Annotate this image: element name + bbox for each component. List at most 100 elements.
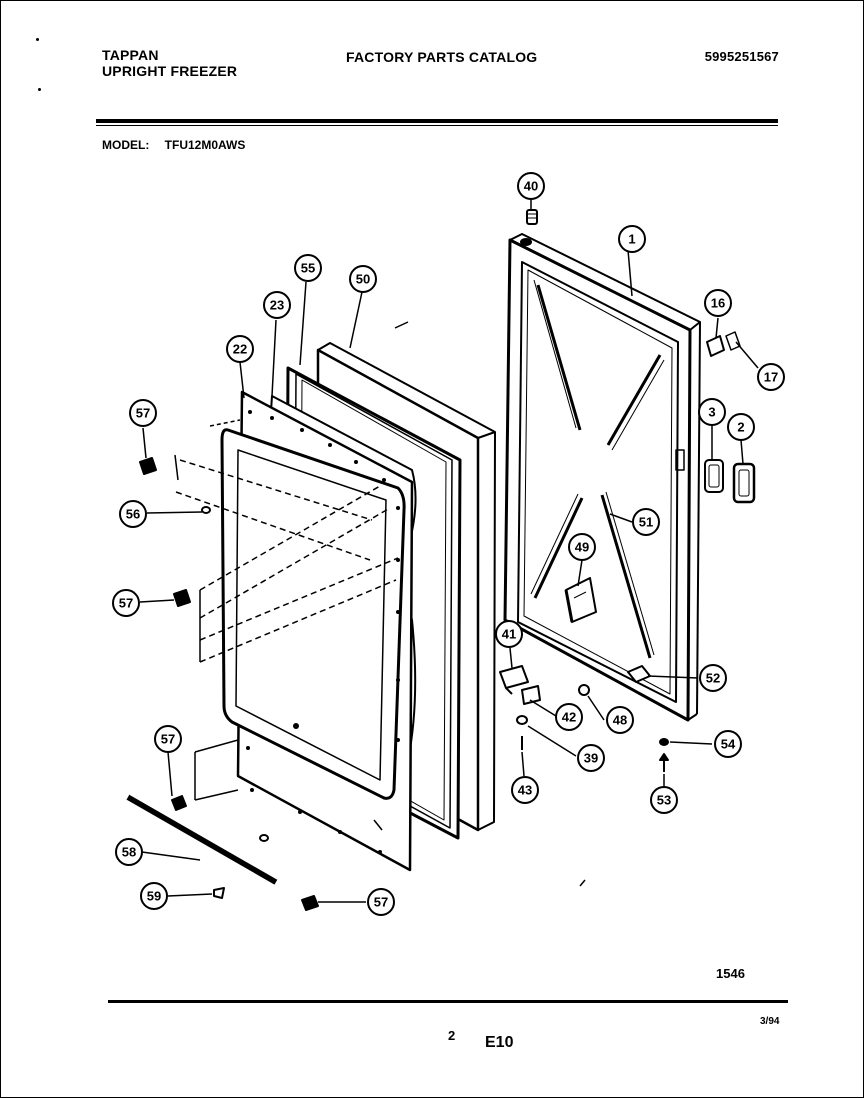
callout-label: 23 [270,298,284,313]
callout-39: 39 [577,744,605,772]
callout-label: 2 [737,420,744,435]
catalog-title: FACTORY PARTS CATALOG [346,49,538,65]
callout-circle [606,706,634,734]
header-brand-block: TAPPAN UPRIGHT FREEZER [102,47,237,79]
callout-label: 1 [628,232,635,247]
callout-1: 1 [618,225,646,253]
callout-label: 59 [147,889,161,904]
callout-label: 57 [119,596,133,611]
callout-label: 57 [161,732,175,747]
page-number: 2 [448,1028,456,1043]
callout-57: 57 [129,399,157,427]
door-bracket [564,577,597,623]
callout-circle [294,254,322,282]
callout-circle [154,725,182,753]
callout-55: 55 [294,254,322,282]
callout-label: 17 [764,370,778,385]
model-label: MODEL: [102,138,150,152]
left-fasteners [139,457,319,911]
callout-circle [555,703,583,731]
callout-label: 42 [562,710,576,725]
door-handle-parts [704,459,756,504]
scan-speck [36,38,39,41]
callout-circle [115,838,143,866]
callout-circle [140,882,168,910]
callout-circle [632,508,660,536]
callout-label: 43 [518,783,532,798]
callout-49: 49 [568,533,596,561]
callout-label: 16 [711,296,725,311]
section-code: E10 [485,1034,514,1051]
door-top-pin [526,209,538,225]
callout-label: 3 [708,405,715,420]
callout-circle [349,265,377,293]
callout-circle [704,289,732,317]
callout-circle [727,413,755,441]
callout-circle [119,500,147,528]
callout-label: 52 [706,671,720,686]
callout-label: 22 [233,342,247,357]
product-name: UPRIGHT FREEZER [102,63,238,79]
callout-57: 57 [367,888,395,916]
callout-circle [367,888,395,916]
assembly-lines [174,321,586,887]
callout-circle [517,172,545,200]
model-line: MODEL: TFU12M0AWS [102,138,245,152]
callout-57: 57 [154,725,182,753]
callout-circle [698,398,726,426]
callout-50: 50 [349,265,377,293]
callout-circle [618,225,646,253]
trim-strip [126,793,279,885]
callout-54: 54 [714,730,742,758]
brand-name: TAPPAN [102,47,159,63]
callout-53: 53 [650,786,678,814]
callout-17: 17 [757,363,785,391]
callout-circle [650,786,678,814]
door-screws-right [659,738,669,772]
model-value: TFU12M0AWS [164,138,246,152]
callout-circle [757,363,785,391]
drawing-number: 1546 [716,966,745,981]
callout-40: 40 [517,172,545,200]
callout-circle [112,589,140,617]
callout-circle [577,744,605,772]
header-rule-thin [96,125,778,126]
callout-58: 58 [115,838,143,866]
callout-circle [495,620,523,648]
catalog-number: 5995251567 [704,49,779,64]
callout-label: 40 [524,179,538,194]
callout-23: 23 [263,291,291,319]
callout-51: 51 [632,508,660,536]
callout-16: 16 [704,289,732,317]
callout-label: 58 [122,845,136,860]
callout-label: 50 [356,272,370,287]
callout-48: 48 [606,706,634,734]
door-panel [503,233,701,722]
callout-label: 55 [301,261,315,276]
leader-lines [139,200,759,903]
scan-speck [38,88,41,91]
footer-rule [108,1000,788,1003]
header-rule [96,119,778,123]
callout-circle [699,664,727,692]
callout-label: 51 [639,515,653,530]
callout-42: 42 [555,703,583,731]
callout-circle [568,533,596,561]
callout-52: 52 [699,664,727,692]
callout-label: 48 [613,713,627,728]
callout-circle [129,399,157,427]
callout-label: 53 [657,793,671,808]
callout-label: 57 [374,895,388,910]
callout-circle [714,730,742,758]
callout-circle [263,291,291,319]
revision-date: 3/94 [760,1016,780,1027]
callout-circle [226,335,254,363]
callout-label: 49 [575,540,589,555]
hinge-assembly [499,665,590,750]
callout-circle [511,776,539,804]
callout-59: 59 [140,882,168,910]
callout-group: 40 1 55 50 23 22 16 17 57 3 2 56 51 49 57 41 52 42 48 57 39 5… [112,172,785,916]
callout-56: 56 [119,500,147,528]
callout-label: 41 [502,627,516,642]
